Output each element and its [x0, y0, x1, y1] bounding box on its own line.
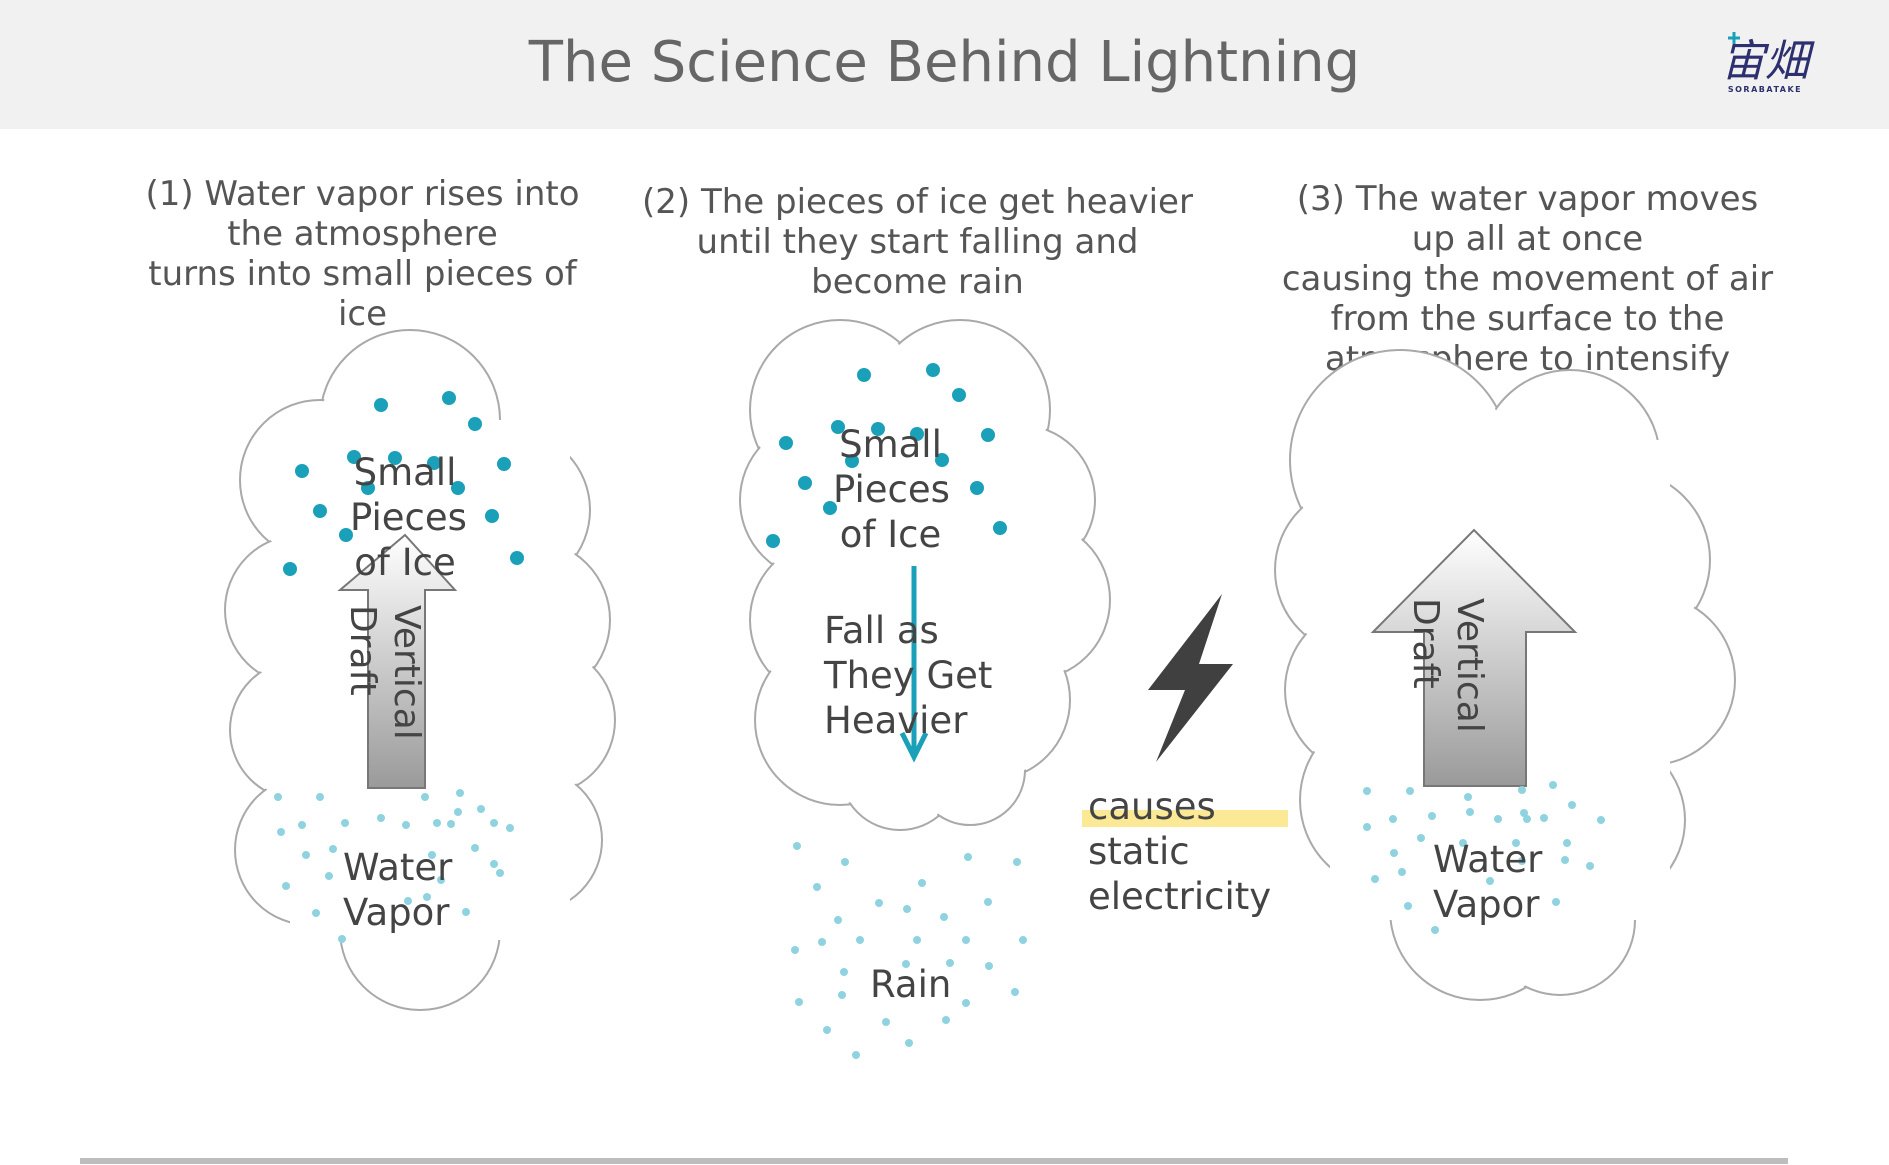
svg-text:Vertical: Vertical — [386, 605, 427, 740]
cloud-fill-1 — [227, 332, 613, 1008]
rain-label: Rain — [870, 963, 952, 1006]
page-title: The Science Behind Lightning — [528, 30, 1361, 95]
lightning-bolt-icon — [1148, 594, 1233, 762]
sorabatake-logo: 宙畑 SORABATAKE — [1710, 28, 1820, 100]
svg-text:Vertical: Vertical — [1449, 598, 1490, 733]
logo-subtext: SORABATAKE — [1727, 85, 1803, 94]
vapor-dots-1 — [274, 789, 514, 943]
vapor-dots-3 — [1363, 781, 1605, 934]
step2-caption: (2) The pieces of ice get heavier until … — [642, 182, 1193, 302]
vertical-draft-label-1: Vertical Draft — [342, 605, 427, 740]
header-band — [0, 0, 1889, 129]
up-arrow — [337, 533, 458, 789]
up-arrow-2 — [1370, 528, 1578, 787]
static-highlight — [1082, 810, 1288, 827]
down-arrow — [899, 566, 929, 763]
step1-caption: (1) Water vapor rises into the atmospher… — [145, 174, 580, 334]
footer-divider — [80, 1158, 1788, 1164]
cloud-fill-2 — [742, 322, 1108, 828]
logo-mark: 宙畑 — [1721, 32, 1815, 87]
vertical-draft-label-3: Vertical Draft — [1405, 598, 1490, 733]
ice-dots-2 — [766, 363, 1007, 548]
svg-text:Draft: Draft — [1405, 598, 1446, 689]
ice-dots-1 — [283, 391, 524, 576]
rain-dots — [791, 842, 1027, 1059]
logo-glyphs: 宙畑 — [1721, 36, 1815, 87]
svg-text:Draft: Draft — [342, 605, 383, 696]
